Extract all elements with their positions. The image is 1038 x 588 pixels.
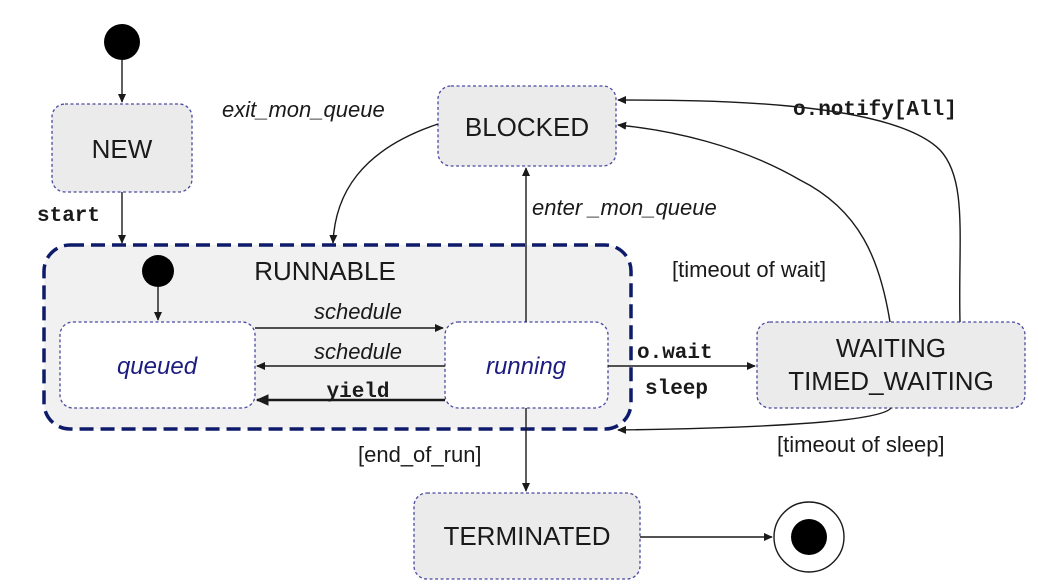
running-state-label: running bbox=[486, 353, 567, 380]
timeout-of-sleep-label: [timeout of sleep] bbox=[777, 432, 945, 457]
sleep-label: sleep bbox=[645, 378, 708, 401]
runnable-state-label: RUNNABLE bbox=[254, 256, 396, 286]
blocked-state-label: BLOCKED bbox=[465, 112, 589, 142]
queued-state-label: queued bbox=[117, 353, 198, 380]
queued-state bbox=[59, 321, 256, 409]
end-of-run-label: [end_of_run] bbox=[358, 442, 482, 467]
timeout-of-sleep-edge bbox=[617, 407, 892, 434]
waiting-state-label-line2: TIMED_WAITING bbox=[788, 366, 994, 396]
start-label: start bbox=[37, 205, 100, 228]
exit-mon-queue-edge bbox=[329, 123, 439, 244]
terminated-state-label: TERMINATED bbox=[443, 521, 610, 551]
terminated-state bbox=[413, 492, 641, 580]
final-state-dot bbox=[791, 519, 827, 555]
initial-state bbox=[104, 24, 140, 60]
blocked-state bbox=[437, 85, 617, 167]
exit-mon-queue-label: exit_mon_queue bbox=[222, 97, 385, 122]
schedule-forward-label: schedule bbox=[314, 299, 402, 324]
notify-all-label: o.notify[All] bbox=[793, 99, 957, 122]
runnable-initial-state bbox=[142, 255, 174, 287]
timeout-of-wait-label: [timeout of wait] bbox=[672, 257, 826, 282]
new-state-label: NEW bbox=[92, 134, 153, 164]
notify-all-edge bbox=[617, 95, 961, 323]
new-state bbox=[51, 103, 193, 193]
o-wait-label: o.wait bbox=[637, 342, 713, 365]
waiting-state-label-line1: WAITING bbox=[836, 333, 946, 363]
timeout-of-wait-edge bbox=[617, 121, 891, 323]
schedule-back-label: schedule bbox=[314, 339, 402, 364]
yield-label: yield bbox=[326, 381, 389, 404]
enter-mon-queue-label: enter _mon_queue bbox=[532, 195, 717, 220]
